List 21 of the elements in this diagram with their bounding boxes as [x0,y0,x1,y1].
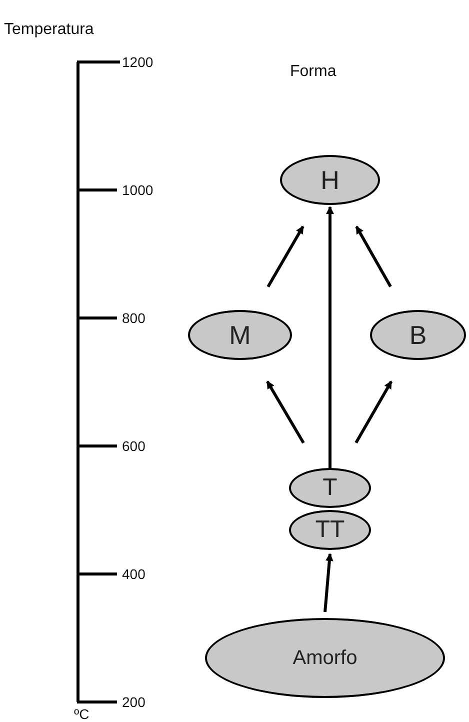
phase-ellipse: H [280,155,380,205]
phase-ellipse: T [289,468,371,508]
phase-ellipse: M [188,310,292,360]
tick-label: 800 [122,310,146,326]
tick-label: 200 [122,694,146,710]
column-heading: Forma [290,63,336,81]
arrow [354,380,393,444]
tick-label: 400 [122,566,146,582]
arrow [266,380,305,444]
tick-label: 600 [122,438,146,454]
arrow [355,226,392,288]
arrow [266,226,304,288]
tick-label: 1000 [122,182,154,198]
unit-label: ºC [74,706,90,722]
axis-title: Temperatura [4,21,94,39]
tick-label: 1200 [122,54,154,70]
phase-ellipse: B [370,310,466,360]
phase-ellipse: TT [289,510,371,550]
arrow [326,206,334,468]
phase-ellipse: Amorfo [205,618,445,698]
arrow [324,553,334,612]
